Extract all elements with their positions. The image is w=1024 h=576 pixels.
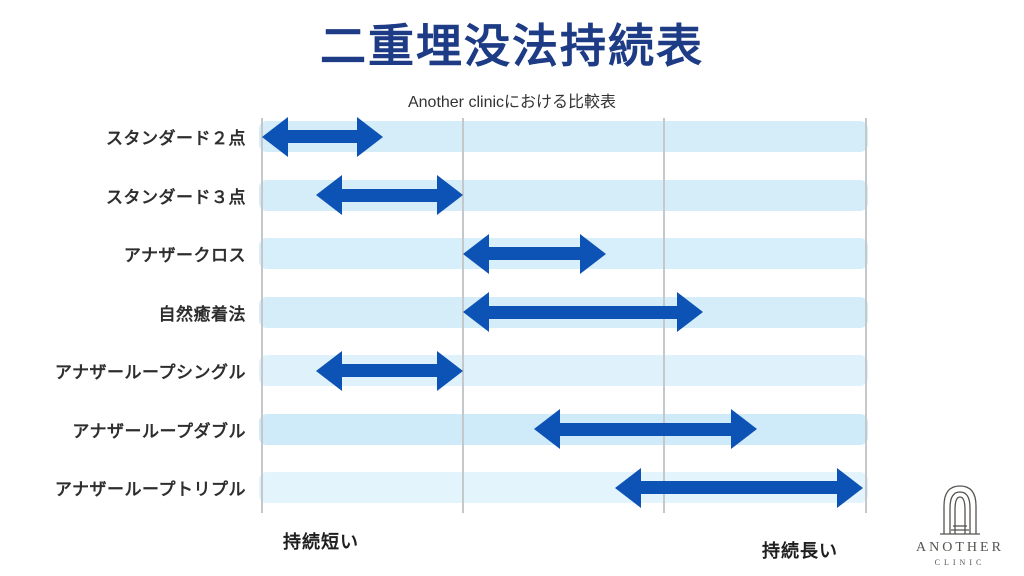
- arrow-right-head-icon: [836, 467, 863, 508]
- arrow-shaft: [336, 364, 444, 377]
- row-label: アナザーループシングル: [54, 363, 246, 382]
- arch-icon: [940, 485, 980, 535]
- duration-arrow: [316, 350, 464, 391]
- logo-brand-text: ANOTHER: [916, 540, 1004, 555]
- arrow-shaft: [483, 305, 683, 319]
- duration-arrow: [463, 292, 703, 332]
- gridline: [261, 118, 263, 513]
- row-label: 自然癒着法: [158, 304, 246, 324]
- duration-arrow: [615, 467, 863, 508]
- duration-arrow: [463, 233, 607, 274]
- arrow-right-head-icon: [676, 292, 703, 332]
- page-subtitle: Another clinicにおける比較表: [407, 94, 617, 111]
- axis-label-long-duration: 持続長い: [762, 541, 838, 561]
- page-title: 二重埋没法持続表: [320, 20, 704, 72]
- row-label: スタンダード３点: [106, 187, 246, 207]
- row-label: アナザーループダブル: [72, 421, 246, 441]
- clinic-logo: ANOTHER CLINIC: [903, 482, 1017, 567]
- arrow-right-head-icon: [731, 409, 758, 449]
- arrow-shaft: [483, 247, 587, 260]
- row-label: スタンダード２点: [106, 129, 246, 148]
- arrow-shaft: [635, 481, 843, 494]
- duration-arrow: [262, 116, 383, 157]
- arrow-right-head-icon: [437, 350, 464, 391]
- logo-sub-brand-text: CLINIC: [934, 558, 986, 567]
- arrow-right-head-icon: [437, 175, 464, 215]
- arrow-shaft: [553, 422, 738, 436]
- gridline: [865, 118, 867, 513]
- arrow-shaft: [336, 188, 444, 202]
- duration-arrow: [533, 409, 758, 449]
- duration-arrow: [316, 175, 464, 215]
- arrow-right-head-icon: [356, 116, 383, 157]
- row-labels: スタンダード２点スタンダード３点アナザークロス自然癒着法アナザーループシングルア…: [0, 121, 246, 513]
- arrow-right-head-icon: [580, 233, 607, 274]
- plot-area: [259, 116, 868, 513]
- axis-label-short-duration: 持続短い: [283, 532, 359, 552]
- row-label: アナザーループトリプル: [54, 480, 246, 499]
- row-label: アナザークロス: [123, 246, 246, 265]
- arrow-shaft: [282, 130, 363, 143]
